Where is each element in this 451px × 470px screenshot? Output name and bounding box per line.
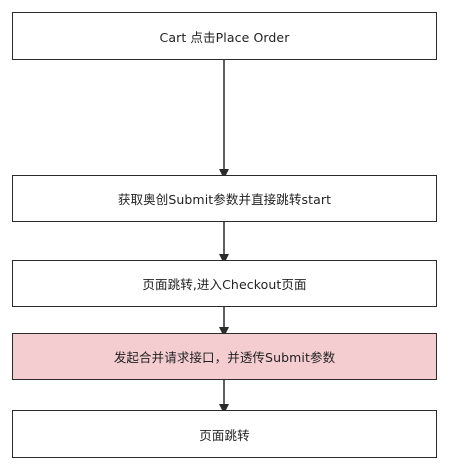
step-label: 发起合并请求接口，并透传Submit参数	[113, 350, 336, 365]
step-page-redirect: 页面跳转	[12, 410, 437, 458]
step-label: 页面跳转,进入Checkout页面	[142, 277, 307, 292]
step-get-submit-params: 获取奥创Submit参数并直接跳转start	[12, 175, 437, 222]
step-label: 页面跳转	[199, 427, 250, 443]
step-label: Cart 点击Place Order	[159, 29, 290, 45]
step-merge-request: 发起合并请求接口，并透传Submit参数	[12, 333, 437, 380]
step-label: 获取奥创Submit参数并直接跳转start	[117, 192, 332, 207]
step-cart-place-order: Cart 点击Place Order	[12, 12, 437, 60]
step-enter-checkout: 页面跳转,进入Checkout页面	[12, 260, 437, 307]
